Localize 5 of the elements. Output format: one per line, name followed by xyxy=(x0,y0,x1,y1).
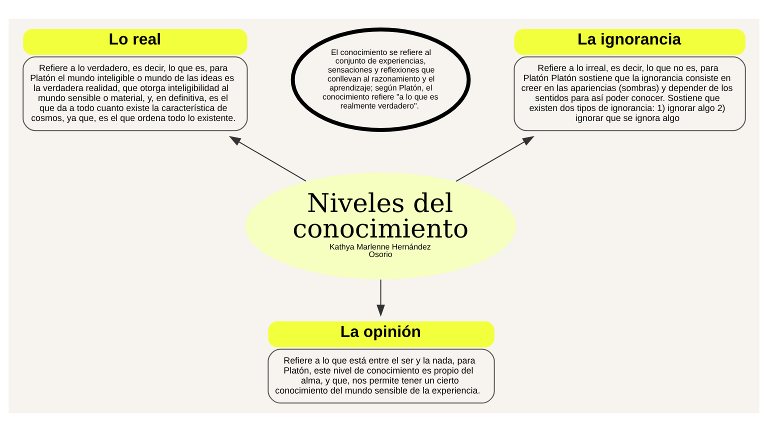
arrow xyxy=(456,135,534,182)
arrow xyxy=(228,135,306,182)
node-ellipse: El conocimiento se refiere al conjunto de experiencias, sensaciones y reflexiones que conllevan al razonamiento y el aprendizaje; según Platón, el conocimiento refiere "a lo que es realmente verdadero". xyxy=(290,27,471,132)
arrow xyxy=(376,278,385,316)
node-ellipse: Niveles del conocimiento Kathya Marlenne Hernández Osorio xyxy=(244,171,518,280)
